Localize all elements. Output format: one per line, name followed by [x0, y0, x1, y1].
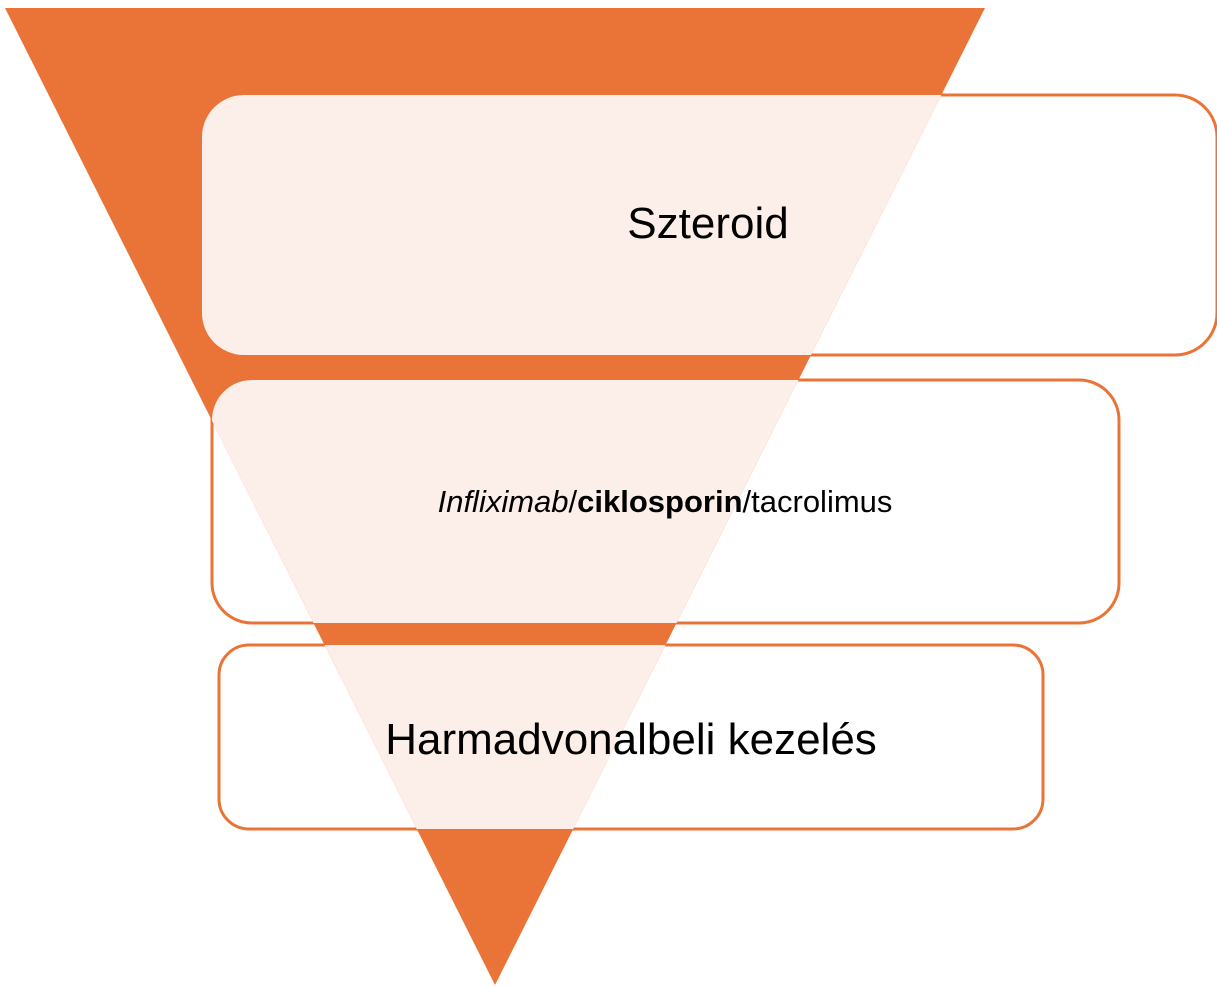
level-3-label: Harmadvonalbeli kezelés: [385, 715, 877, 764]
level-2-label-ciklosporin: ciklosporin: [577, 484, 742, 519]
level-2-box: Infliximab/ciklosporin/tacrolimus: [210, 378, 1121, 625]
level-2-label-tacrolimus: /tacrolimus: [743, 484, 893, 519]
level-2-label-slash: /: [569, 484, 578, 519]
level-3-box: Harmadvonalbeli kezelés: [217, 643, 1045, 831]
level-2-label-infliximab: Infliximab: [438, 484, 569, 519]
level-1-box: Szteroid: [200, 93, 1217, 357]
level-1-label: Szteroid: [627, 199, 788, 248]
level-2-label: Infliximab/ciklosporin/tacrolimus: [438, 484, 893, 519]
